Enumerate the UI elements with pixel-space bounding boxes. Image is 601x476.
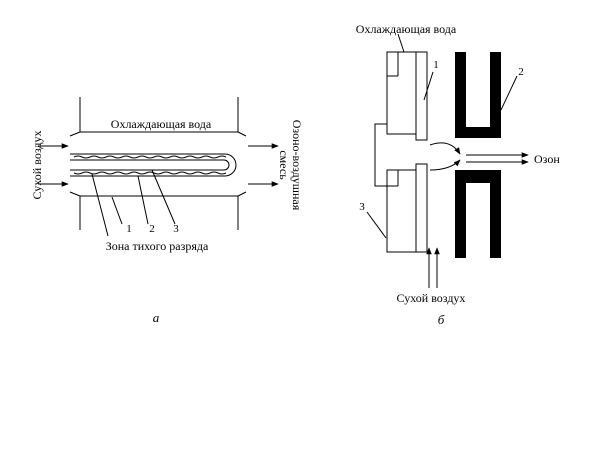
discharge-wave-top [74, 156, 226, 158]
jacket-top-right-flare [238, 132, 246, 136]
a-part-2: 2 [149, 223, 155, 235]
b-upper-cooling-box [387, 52, 416, 134]
b-leader-1 [424, 72, 433, 100]
leader-2 [138, 176, 148, 224]
b-water-connector [375, 124, 387, 186]
a-caption: а [153, 310, 160, 325]
jacket-bottom-right-flare [238, 192, 246, 196]
b-flow-lower-curve [430, 160, 460, 170]
b-electrode-2-upper [455, 52, 501, 138]
diagram-a: Охлаждающая вода Сухой воздух Озоно-возд… [30, 97, 304, 325]
a-dry-air-label: Сухой воздух [30, 131, 44, 200]
a-part-3: 3 [173, 223, 179, 235]
b-electrode-2-lower [455, 170, 501, 258]
diagram-b: Охлаждающая вода 1 2 3 Озон Сухой воздух… [356, 22, 561, 327]
discharge-wave-bottom [74, 172, 226, 174]
a-ozone-mix-label-line2: смесь [277, 150, 291, 180]
leader-zone [92, 174, 108, 236]
leader-3 [152, 170, 175, 224]
b-ozone-label: Озон [534, 152, 560, 166]
leader-1 [112, 197, 122, 224]
b-flow-upper-curve [430, 143, 460, 154]
a-ozone-mix-label-line1: Озоно-воздушная [290, 120, 304, 211]
jacket-bottom [80, 196, 238, 230]
b-dry-air-label: Сухой воздух [397, 291, 466, 305]
b-cooling-water-label: Охлаждающая вода [356, 22, 457, 36]
jacket-top-left-flare [70, 132, 80, 136]
b-lower-electrode [416, 164, 427, 252]
b-lower-cooling-box [387, 170, 416, 252]
inner-electrode-inner [70, 160, 229, 170]
b-leader-cooling-water [398, 34, 404, 52]
b-part-1: 1 [433, 59, 439, 71]
jacket-bottom-left-flare [70, 192, 80, 196]
a-cooling-water-label: Охлаждающая вода [111, 117, 212, 131]
b-leader-3 [367, 212, 386, 238]
a-part-1: 1 [126, 223, 132, 235]
b-part-2: 2 [518, 66, 524, 78]
b-part-3: 3 [359, 201, 365, 213]
a-silent-discharge-zone-label: Зона тихого разряда [106, 239, 209, 253]
b-leader-2 [501, 76, 517, 110]
b-caption: б [438, 312, 445, 327]
